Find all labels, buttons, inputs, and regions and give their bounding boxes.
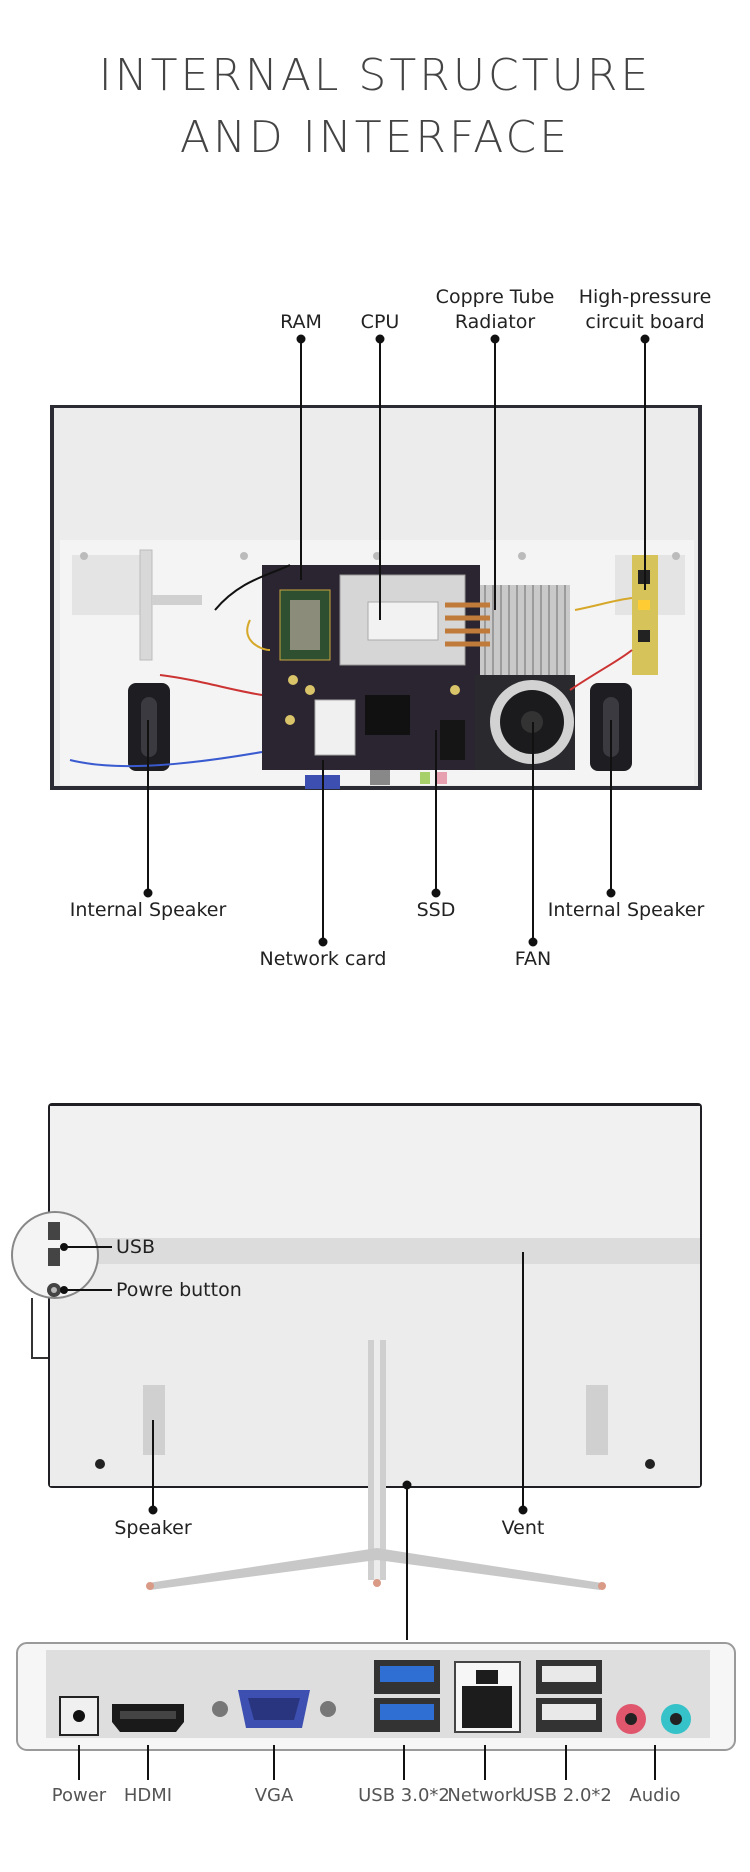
label-network-card: Network card <box>259 948 387 970</box>
internal-callout-lines <box>143 334 650 947</box>
label-port-network: Network <box>447 1785 523 1806</box>
title-line-1: INTERNAL STRUCTURE <box>98 50 652 101</box>
label-usb: USB <box>116 1236 156 1258</box>
port-power <box>59 1696 99 1736</box>
internal-wires <box>69 564 633 768</box>
label-fan: FAN <box>514 948 552 970</box>
port-network <box>454 1661 521 1733</box>
port-tick-lines <box>78 1745 656 1780</box>
label-ssd: SSD <box>416 899 456 921</box>
label-port-vga: VGA <box>254 1785 294 1806</box>
motherboard <box>262 565 480 789</box>
label-board-line2: circuit board <box>585 311 705 333</box>
label-port-power: Power <box>51 1785 107 1806</box>
label-speaker: Speaker <box>114 1517 192 1539</box>
port-panel <box>16 1642 736 1751</box>
cooling-fan <box>475 675 575 770</box>
label-vent: Vent <box>501 1517 545 1539</box>
port-usb3 <box>374 1660 440 1732</box>
label-board-line1: High-pressure <box>578 286 712 308</box>
label-port-audio: Audio <box>629 1785 681 1806</box>
label-cpu: CPU <box>360 311 400 333</box>
rear-callout-lines <box>60 1243 528 1640</box>
rear-monitor <box>48 1103 702 1488</box>
label-port-hdmi: HDMI <box>123 1785 173 1806</box>
label-internal-speaker-left: Internal Speaker <box>69 899 227 921</box>
label-radiator-line1: Coppre Tube <box>435 286 555 308</box>
port-usb2 <box>536 1660 602 1732</box>
port-audio <box>616 1704 691 1734</box>
label-power-button: Powre button <box>116 1279 242 1301</box>
label-port-usb3: USB 3.0*2 <box>358 1785 450 1806</box>
label-radiator-line2: Radiator <box>454 311 536 333</box>
side-zoom <box>11 1211 99 1359</box>
label-ram: RAM <box>280 311 322 333</box>
port-vga <box>212 1690 336 1728</box>
label-internal-speaker-right: Internal Speaker <box>547 899 705 921</box>
title-line-2: AND INTERFACE <box>179 112 571 163</box>
monitor-stand <box>146 1340 606 1590</box>
port-hdmi <box>112 1704 184 1732</box>
copper-radiator <box>445 585 570 675</box>
label-port-usb2: USB 2.0*2 <box>520 1785 612 1806</box>
